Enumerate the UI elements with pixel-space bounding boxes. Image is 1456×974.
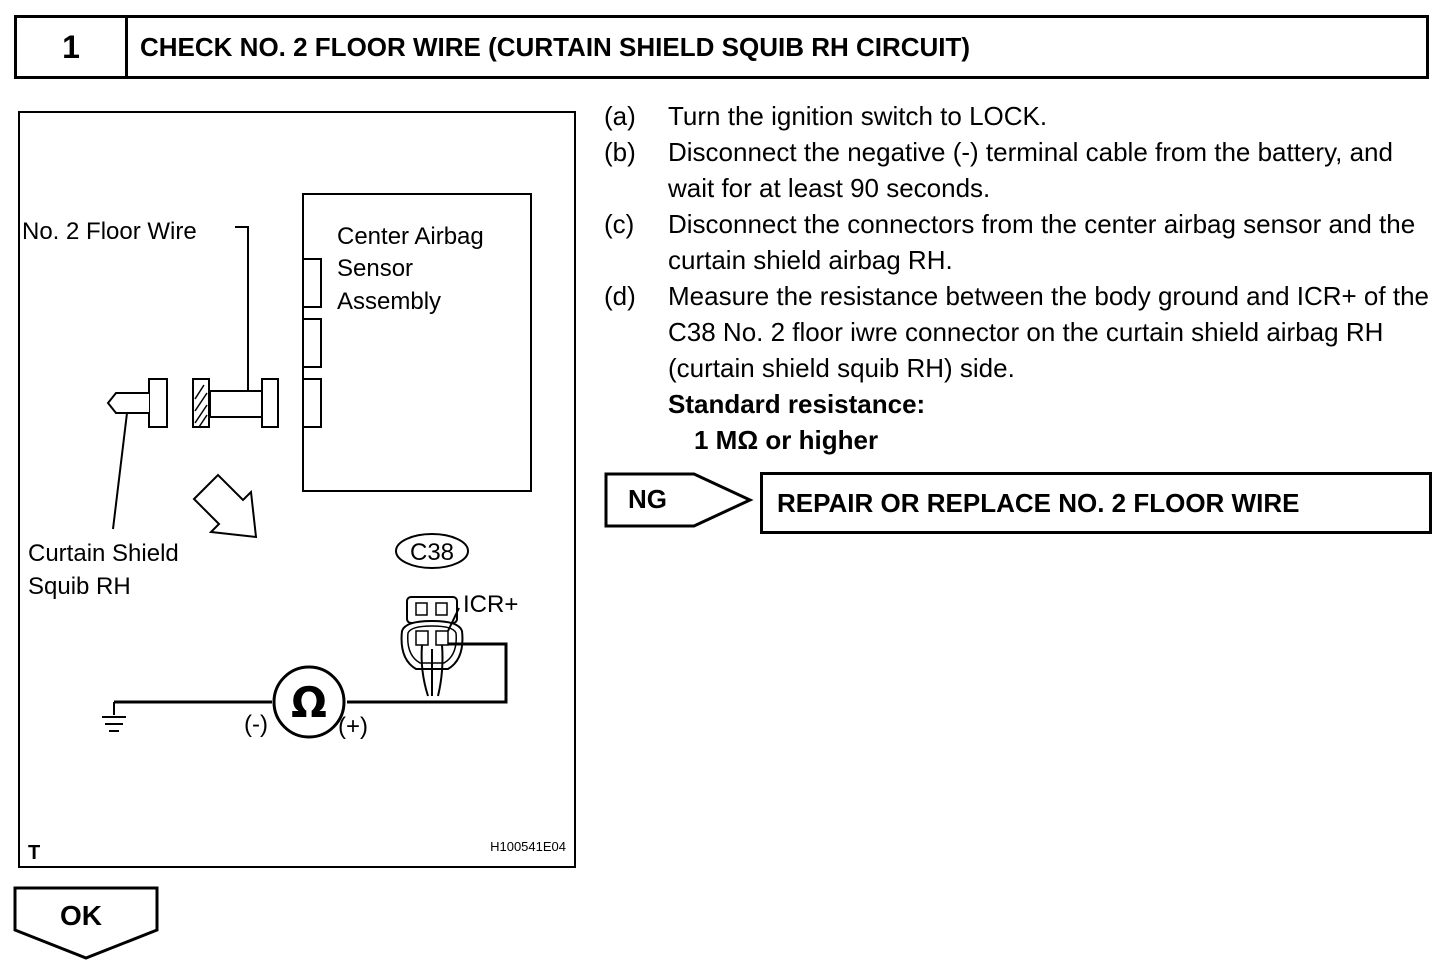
floor-wire-label: No. 2 Floor Wire (22, 218, 197, 245)
step-d: (d) Measure the resistance between the b… (604, 278, 1434, 386)
ok-label: OK (60, 900, 102, 931)
step-letter: (d) (604, 281, 636, 311)
step-text: Turn the ignition switch to LOCK. (668, 101, 1048, 131)
step-b: (b) Disconnect the negative (-) terminal… (604, 134, 1434, 206)
ohm-icon: Ω (291, 678, 327, 727)
squib-label-2: Squib RH (28, 573, 131, 600)
corner-mark: T (28, 842, 40, 864)
step-letter: (b) (604, 137, 636, 167)
figure-code: H100541E04 (490, 839, 566, 854)
step-number: 1 (17, 18, 128, 76)
step-title: CHECK NO. 2 FLOOR WIRE (CURTAIN SHIELD S… (140, 31, 971, 62)
ok-arrow-icon (13, 886, 159, 960)
step-text: Disconnect the negative (-) terminal cab… (668, 137, 1393, 203)
step-header: 1 CHECK NO. 2 FLOOR WIRE (CURTAIN SHIELD… (14, 15, 1429, 79)
step-letter: (a) (604, 101, 636, 131)
step-text: Disconnect the connectors from the cente… (668, 209, 1416, 275)
step-c: (c) Disconnect the connectors from the c… (604, 206, 1434, 278)
ng-result-box: REPAIR OR REPLACE NO. 2 FLOOR WIRE (760, 472, 1432, 534)
connector-code: C38 (410, 539, 454, 566)
instruction-list: (a) Turn the ignition switch to LOCK. (b… (604, 98, 1434, 458)
ng-arrow-icon (604, 472, 754, 528)
ng-label: NG (628, 484, 667, 514)
ohmmeter (272, 665, 346, 739)
sensor-label-1: Center Airbag (337, 223, 484, 250)
step-text: Measure the resistance between the body … (668, 281, 1429, 383)
spec-value: 1 MΩ or higher (694, 425, 879, 455)
spec-label: Standard resistance: (668, 389, 926, 419)
squib-label-1: Curtain Shield (28, 540, 179, 567)
wiring-illustration: Center Airbag Sensor Assembly No. 2 Floo… (18, 111, 576, 868)
terminal-label: ICR+ (463, 591, 518, 618)
step-a: (a) Turn the ignition switch to LOCK. (604, 98, 1434, 134)
plus-label: (+) (338, 713, 368, 740)
sensor-label-2: Sensor (337, 255, 413, 282)
step-letter: (c) (604, 209, 635, 239)
sensor-label-3: Assembly (337, 288, 441, 315)
minus-label: (-) (244, 711, 268, 738)
